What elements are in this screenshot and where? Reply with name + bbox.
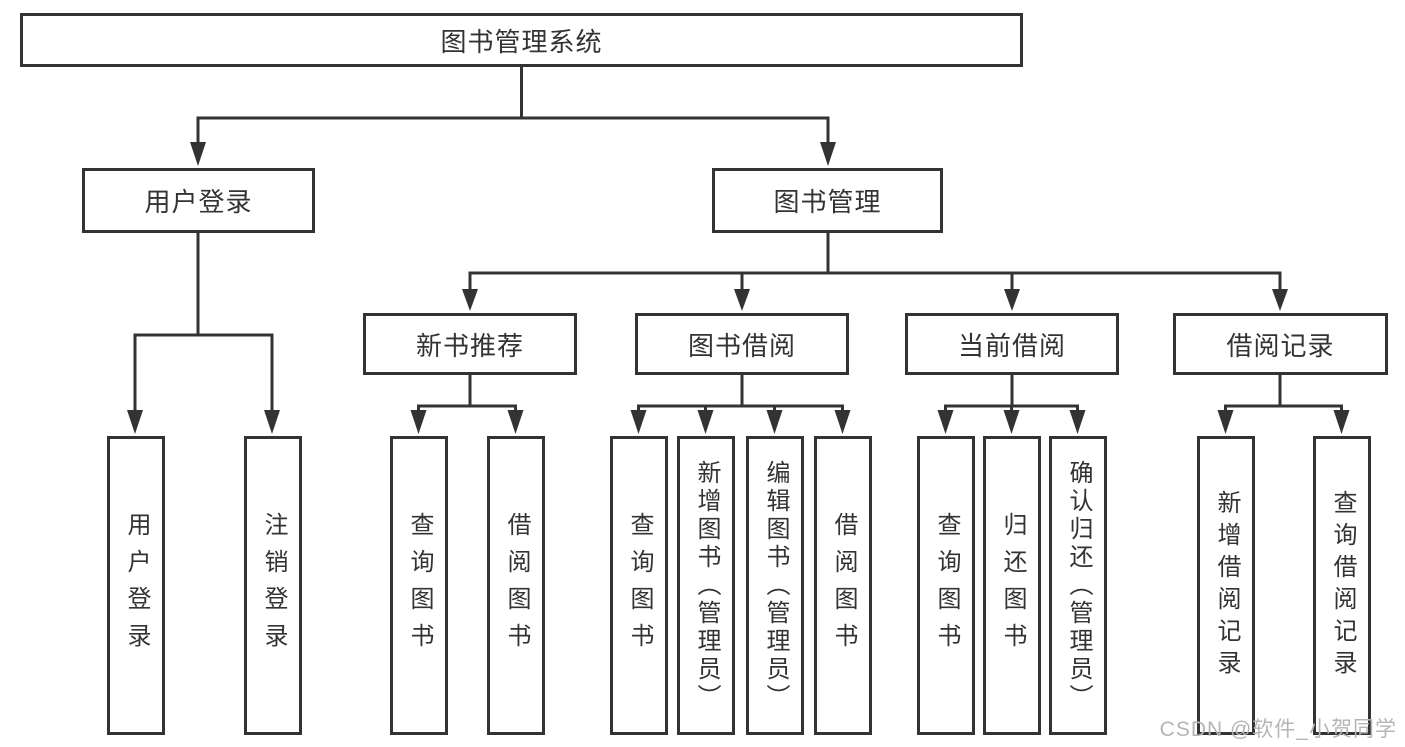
node-user-login-label: 用户登录 xyxy=(144,187,253,217)
leaf-user-login: 用户登录 xyxy=(107,436,165,735)
node-book-management: 图书管理 xyxy=(712,168,943,233)
node-borrow-records: 借阅记录 xyxy=(1173,313,1388,375)
leaf-edit-book-admin: 编辑图书（管理员） xyxy=(746,436,804,735)
leaf-query-books-recommend: 查询图书 xyxy=(390,436,448,735)
node-book-borrow: 图书借阅 xyxy=(635,313,849,375)
leaf-query-books-current-label: 查询图书 xyxy=(933,511,960,660)
leaf-borrow-books: 借阅图书 xyxy=(814,436,872,735)
leaf-query-books-borrow-label: 查询图书 xyxy=(626,511,653,660)
leaf-logout-label: 注销登录 xyxy=(260,511,287,660)
leaf-borrow-books-label: 借阅图书 xyxy=(830,511,857,660)
node-new-book-recommend-label: 新书推荐 xyxy=(415,330,524,361)
node-book-management-label: 图书管理 xyxy=(773,187,882,217)
node-new-book-recommend: 新书推荐 xyxy=(363,313,577,375)
leaf-return-books-label: 归还图书 xyxy=(999,511,1026,660)
leaf-query-books-recommend-label: 查询图书 xyxy=(406,511,433,660)
node-borrow-records-label: 借阅记录 xyxy=(1226,330,1335,361)
node-current-borrow: 当前借阅 xyxy=(905,313,1119,375)
leaf-confirm-return-admin: 确认归还（管理员） xyxy=(1049,436,1107,735)
leaf-edit-book-admin-label: 编辑图书（管理员） xyxy=(762,459,789,712)
node-root: 图书管理系统 xyxy=(20,13,1023,67)
node-root-label: 图书管理系统 xyxy=(440,26,603,57)
leaf-add-borrow-record: 新增借阅记录 xyxy=(1197,436,1255,735)
leaf-borrow-books-recommend: 借阅图书 xyxy=(487,436,545,735)
node-current-borrow-label: 当前借阅 xyxy=(957,330,1066,361)
leaf-user-login-label: 用户登录 xyxy=(123,511,150,660)
node-user-login: 用户登录 xyxy=(82,168,315,233)
leaf-logout: 注销登录 xyxy=(244,436,302,735)
leaf-query-books-borrow: 查询图书 xyxy=(610,436,668,735)
leaf-add-book-admin: 新增图书（管理员） xyxy=(677,436,735,735)
leaf-confirm-return-admin-label: 确认归还（管理员） xyxy=(1065,459,1092,712)
leaf-add-borrow-record-label: 新增借阅记录 xyxy=(1213,489,1240,682)
leaf-borrow-books-recommend-label: 借阅图书 xyxy=(503,511,530,660)
leaf-query-borrow-record: 查询借阅记录 xyxy=(1313,436,1371,735)
node-book-borrow-label: 图书借阅 xyxy=(687,330,796,361)
leaf-return-books: 归还图书 xyxy=(983,436,1041,735)
leaf-query-books-current: 查询图书 xyxy=(917,436,975,735)
leaf-query-borrow-record-label: 查询借阅记录 xyxy=(1329,489,1356,682)
watermark: CSDN @软件_小贺同学 xyxy=(1159,718,1397,741)
leaf-add-book-admin-label: 新增图书（管理员） xyxy=(693,459,720,712)
